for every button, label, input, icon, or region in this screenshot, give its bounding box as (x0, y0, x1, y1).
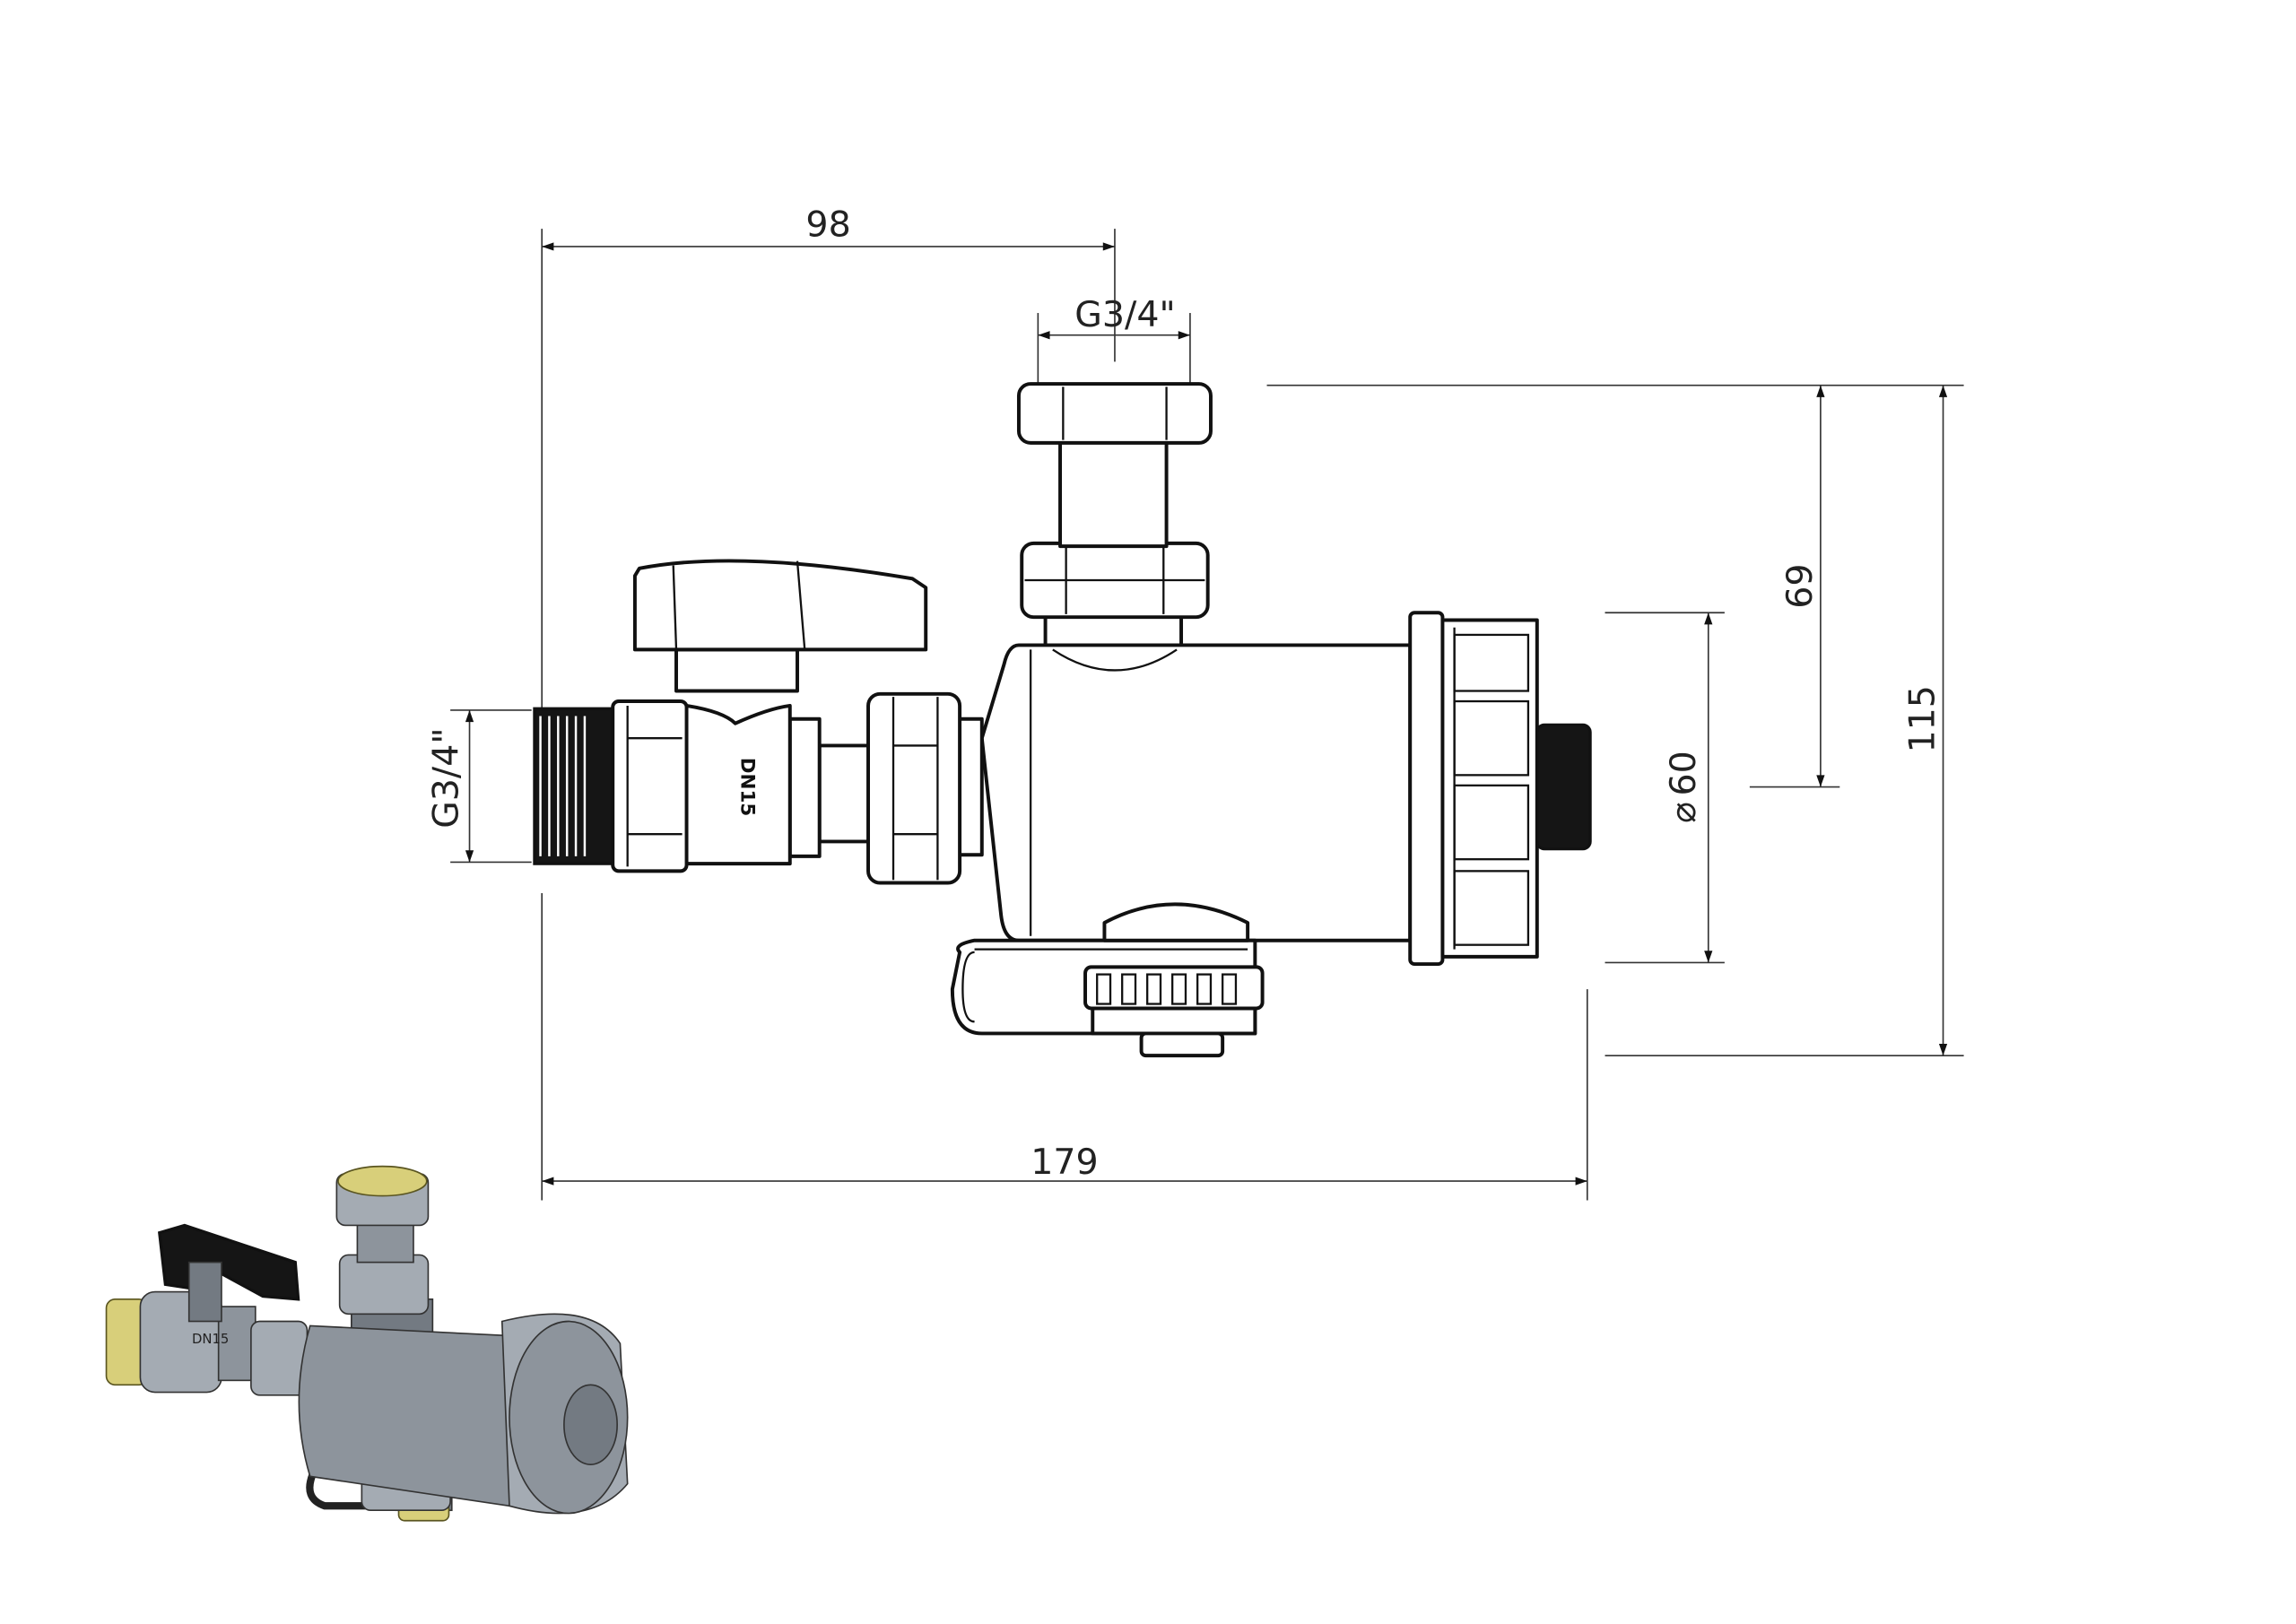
valve-marking: DN15 (735, 758, 758, 816)
drain-valve (950, 902, 1265, 1058)
dimension-label: G3/4" (425, 727, 466, 828)
top-connection-fitting (1016, 382, 1213, 659)
filter-side-view: DN15 (533, 382, 1592, 1058)
render-marking: DN15 (192, 1332, 229, 1347)
filter-3d-render: DN15 (105, 1165, 629, 1522)
dimension-label: ⌀ 60 (1663, 751, 1704, 823)
dimension-label: 115 (1902, 685, 1944, 752)
dimension-diameter-60: ⌀ 60 (1605, 612, 1725, 964)
dimension-label: G3/4" (1074, 294, 1175, 335)
dimension-98: 98 (541, 204, 1116, 709)
dimension-label: 179 (1031, 1142, 1098, 1183)
union-nut (817, 691, 984, 885)
dimension-179: 179 (541, 893, 1588, 1201)
dimension-115: 115 (1266, 384, 1964, 1056)
dimension-label: 98 (805, 204, 850, 245)
diameter-symbol: ⌀ (1663, 802, 1704, 823)
filter-body (979, 643, 1413, 942)
dimension-top-thread: G3/4" (1037, 294, 1191, 387)
dimension-69: 69 (1749, 385, 1840, 788)
filter-bowl-ring-nut (1408, 611, 1592, 967)
dimension-side-thread: G3/4" (425, 709, 532, 864)
ball-valve: DN15 (533, 559, 928, 873)
diameter-value: 60 (1663, 751, 1704, 795)
dimension-label: 69 (1779, 563, 1821, 608)
